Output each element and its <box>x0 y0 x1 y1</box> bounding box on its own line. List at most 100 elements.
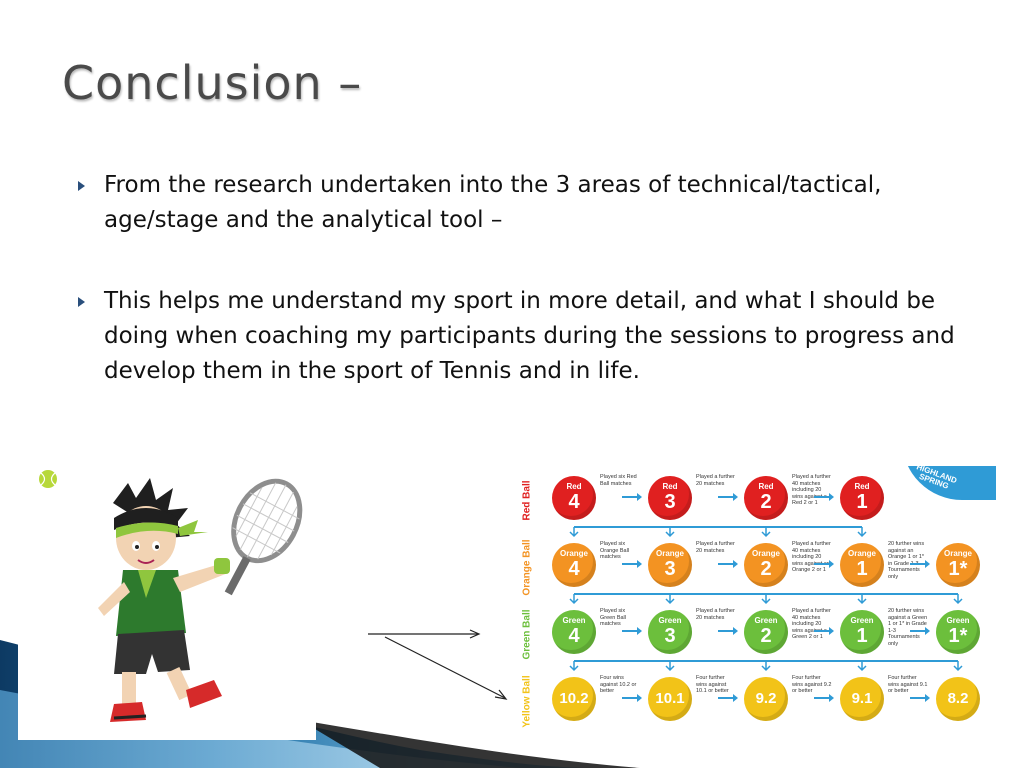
progress-arrow-icon <box>910 694 930 702</box>
progress-arrow-icon <box>622 493 642 501</box>
step-requirement: Four further wins against 10.1 or better <box>696 675 729 694</box>
row-label: Yellow Ball <box>521 674 533 728</box>
ball-grade-label: 4 <box>568 625 580 647</box>
grade-ball: 10.2 <box>552 677 596 721</box>
ball-grade-label: 1* <box>948 558 968 580</box>
grade-ball: 9.2 <box>744 677 788 721</box>
progress-arrow-icon <box>814 627 834 635</box>
ball-grade-label: 2 <box>760 491 772 513</box>
ball-colour-label: Orange <box>559 549 588 558</box>
ball-grade-label: 9.1 <box>851 690 873 707</box>
progress-arrow-icon <box>814 560 834 568</box>
step-requirement: Played a further 40 matches including 20… <box>792 608 831 640</box>
slide-title: Conclusion – <box>62 56 363 110</box>
ball-grade-label: 4 <box>568 491 580 513</box>
ball-grade-label: 2 <box>760 625 772 647</box>
ball-grade-label: 9.2 <box>755 690 777 707</box>
bullet-arrow-icon <box>78 297 85 307</box>
row-label: Orange Ball <box>521 538 533 596</box>
step-requirement: 20 further wins against a Green 1 or 1* … <box>888 608 928 647</box>
ball-colour-label: Green <box>658 616 682 625</box>
step-requirement: Played a further 40 matches including 20… <box>792 541 831 573</box>
progress-arrow-icon <box>718 694 738 702</box>
bullet-item: From the research undertaken into the 3 … <box>72 168 972 238</box>
grade-ball: 10.1 <box>648 677 692 721</box>
row-label: Red Ball <box>521 479 533 521</box>
progress-arrow-icon <box>622 560 642 568</box>
progress-arrow-icon <box>718 627 738 635</box>
grade-ball: 9.1 <box>840 677 884 721</box>
tennis-player-illustration <box>39 470 303 722</box>
step-requirement: Played a further 20 matches <box>696 541 735 554</box>
grade-ball: 8.2 <box>936 677 980 721</box>
ball-grade-label: 3 <box>664 491 676 513</box>
ball-grade-label: 1 <box>856 558 868 580</box>
ball-grade-label: 4 <box>568 558 580 580</box>
tennis-player-cartoon <box>18 458 316 740</box>
step-requirement: Played a further 20 matches <box>696 474 735 487</box>
progress-arrow-icon <box>910 560 930 568</box>
bullet-text: From the research undertaken into the 3 … <box>104 172 882 233</box>
progress-arrow-icon <box>910 627 930 635</box>
ball-grade-label: 1* <box>948 625 968 647</box>
row-label: Green Ball <box>521 608 533 660</box>
progress-arrow-icon <box>622 694 642 702</box>
progress-arrow-icon <box>814 694 834 702</box>
step-requirement: Four further wins against 9.1 or better <box>888 675 928 694</box>
progress-arrow-icon <box>718 560 738 568</box>
step-requirement: Four wins against 10.2 or better <box>600 675 637 694</box>
step-requirement: Played six Orange Ball matches <box>600 541 630 560</box>
step-requirement: Played a further 20 matches <box>696 608 735 621</box>
ball-colour-label: Green <box>562 616 586 625</box>
pathway-row: Yellow Ball 10.2 10.1 9.2 9.1 8.2 Four wins ag… <box>512 671 996 731</box>
ball-grade-label: 10.2 <box>559 690 589 707</box>
ball-colour-label: Orange <box>943 549 972 558</box>
ball-grade-label: 2 <box>760 558 772 580</box>
ball-colour-label: Red <box>566 482 582 491</box>
step-requirement: Played six Red Ball matches <box>600 474 637 487</box>
ball-colour-label: Red <box>854 482 870 491</box>
progress-arrow-icon <box>718 493 738 501</box>
progress-arrow-icon <box>814 493 834 501</box>
step-requirement: Played a further 40 matches including 20… <box>792 474 831 506</box>
ball-grade-label: 8.2 <box>947 690 969 707</box>
bullet-item: This helps me understand my sport in mor… <box>72 284 972 389</box>
step-requirement: Played six Green Ball matches <box>600 608 626 627</box>
bullet-text: This helps me understand my sport in mor… <box>104 288 955 384</box>
step-requirement: Four further wins against 9.2 or better <box>792 675 832 694</box>
ball-grade-label: 3 <box>664 558 676 580</box>
progress-arrow-icon <box>622 627 642 635</box>
ball-colour-label: Orange <box>655 549 684 558</box>
ball-colour-label: Red <box>758 482 774 491</box>
ball-grade-label: 1 <box>856 625 868 647</box>
ball-colour-label: Green <box>754 616 778 625</box>
ball-colour-label: Green <box>850 616 874 625</box>
ball-grade-label: 10.1 <box>655 690 685 707</box>
bullet-arrow-icon <box>78 181 85 191</box>
ball-colour-label: Orange <box>751 549 780 558</box>
tennis-ball-icon <box>39 470 57 488</box>
ball-colour-label: Orange <box>847 549 876 558</box>
ball-colour-label: Red <box>662 482 678 491</box>
ball-grade-label: 3 <box>664 625 676 647</box>
bullet-list: From the research undertaken into the 3 … <box>72 168 972 389</box>
ball-grade-label: 1 <box>856 491 868 513</box>
